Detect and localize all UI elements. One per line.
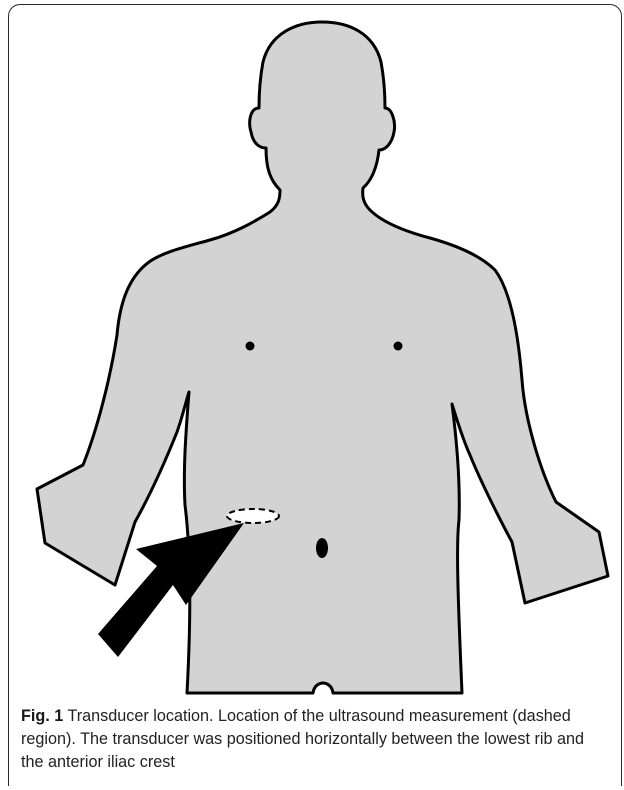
figure-caption-text: Transducer location. Location of the ult… (21, 707, 584, 771)
navel-marker (316, 538, 328, 558)
figure-label: Fig. 1 (21, 707, 63, 725)
torso-silhouette-icon (37, 22, 608, 693)
dashed-ellipse-icon (227, 509, 279, 523)
figure-caption: Fig. 1 Transducer location. Location of … (21, 705, 606, 774)
left-nipple-marker (246, 342, 255, 351)
anatomy-diagram (0, 0, 624, 700)
right-nipple-marker (394, 342, 403, 351)
